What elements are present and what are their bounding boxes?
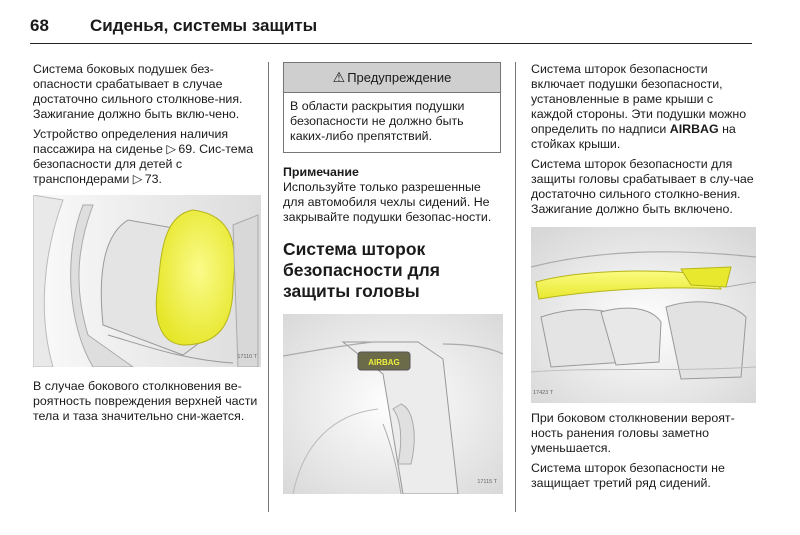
paragraph: При боковом столкновении вероят-ность ра… bbox=[531, 411, 735, 455]
column-2: ⚠ Предупреждение В области раскрытия под… bbox=[283, 62, 503, 494]
curtain-airbag-illustration: 17423 T bbox=[531, 227, 756, 403]
note-title: Примечание bbox=[283, 165, 359, 179]
reference-arrow-icon: ▷ bbox=[166, 142, 179, 156]
text: Устройство определения наличия пассажира… bbox=[33, 127, 229, 156]
paragraph: Система боковых подушек без-опасности ср… bbox=[33, 62, 243, 121]
warning-header: ⚠ Предупреждение bbox=[284, 63, 500, 93]
warning-triangle-icon: ⚠ bbox=[332, 69, 346, 85]
curtain-drawing bbox=[531, 227, 756, 403]
warning-title: Предупреждение bbox=[347, 70, 452, 85]
section-title: Сиденья, системы защиты bbox=[90, 16, 318, 35]
paragraph: Система шторок безопасности для защиты г… bbox=[531, 157, 754, 216]
paragraph: Система шторок безопасности не защищает … bbox=[531, 461, 725, 490]
pillar-drawing: AIRBAG bbox=[283, 314, 503, 494]
note-block: Примечание Используйте только разрешенны… bbox=[283, 165, 503, 225]
paragraph: Устройство определения наличия пассажира… bbox=[33, 127, 261, 187]
airbag-keyword: AIRBAG bbox=[669, 122, 719, 136]
figure-id: 17423 T bbox=[533, 390, 554, 396]
column-divider bbox=[268, 62, 269, 512]
page-link[interactable]: 73 bbox=[144, 172, 159, 186]
subsection-heading: Система шторок безопасности для защиты г… bbox=[283, 239, 440, 301]
airbag-label: AIRBAG bbox=[368, 358, 400, 367]
column-1: Система боковых подушек без-опасности ср… bbox=[33, 62, 261, 429]
column-3: Система шторок безопасности включает под… bbox=[531, 62, 756, 491]
figure-id: 17115 T bbox=[477, 479, 497, 485]
paragraph: В случае бокового столкновения ве-роятно… bbox=[33, 379, 258, 423]
figure-id: 17110 T bbox=[237, 354, 257, 360]
text: . Сис-тема безопасности для детей с тран… bbox=[33, 142, 254, 186]
text: . bbox=[158, 172, 162, 186]
paragraph: Система шторок безопасности включает под… bbox=[531, 62, 756, 152]
warning-box: ⚠ Предупреждение В области раскрытия под… bbox=[283, 62, 501, 153]
text: Система шторок безопасности включает под… bbox=[531, 62, 747, 136]
reference-arrow-icon: ▷ bbox=[132, 172, 145, 186]
page-header: 68 Сиденья, системы защиты bbox=[30, 14, 752, 44]
page-link[interactable]: 69 bbox=[178, 142, 193, 156]
airbag-pillar-illustration: AIRBAG 17115 T bbox=[283, 314, 503, 494]
warning-text: В области раскрытия подушки безопасности… bbox=[290, 99, 465, 143]
page-number: 68 bbox=[30, 16, 49, 35]
column-divider bbox=[515, 62, 516, 512]
text: на стойках крыши. bbox=[531, 122, 736, 151]
note-text: Используйте только разрешенные для автом… bbox=[283, 180, 492, 224]
side-airbag-drawing bbox=[33, 195, 261, 367]
side-airbag-illustration: 17110 T bbox=[33, 195, 261, 367]
